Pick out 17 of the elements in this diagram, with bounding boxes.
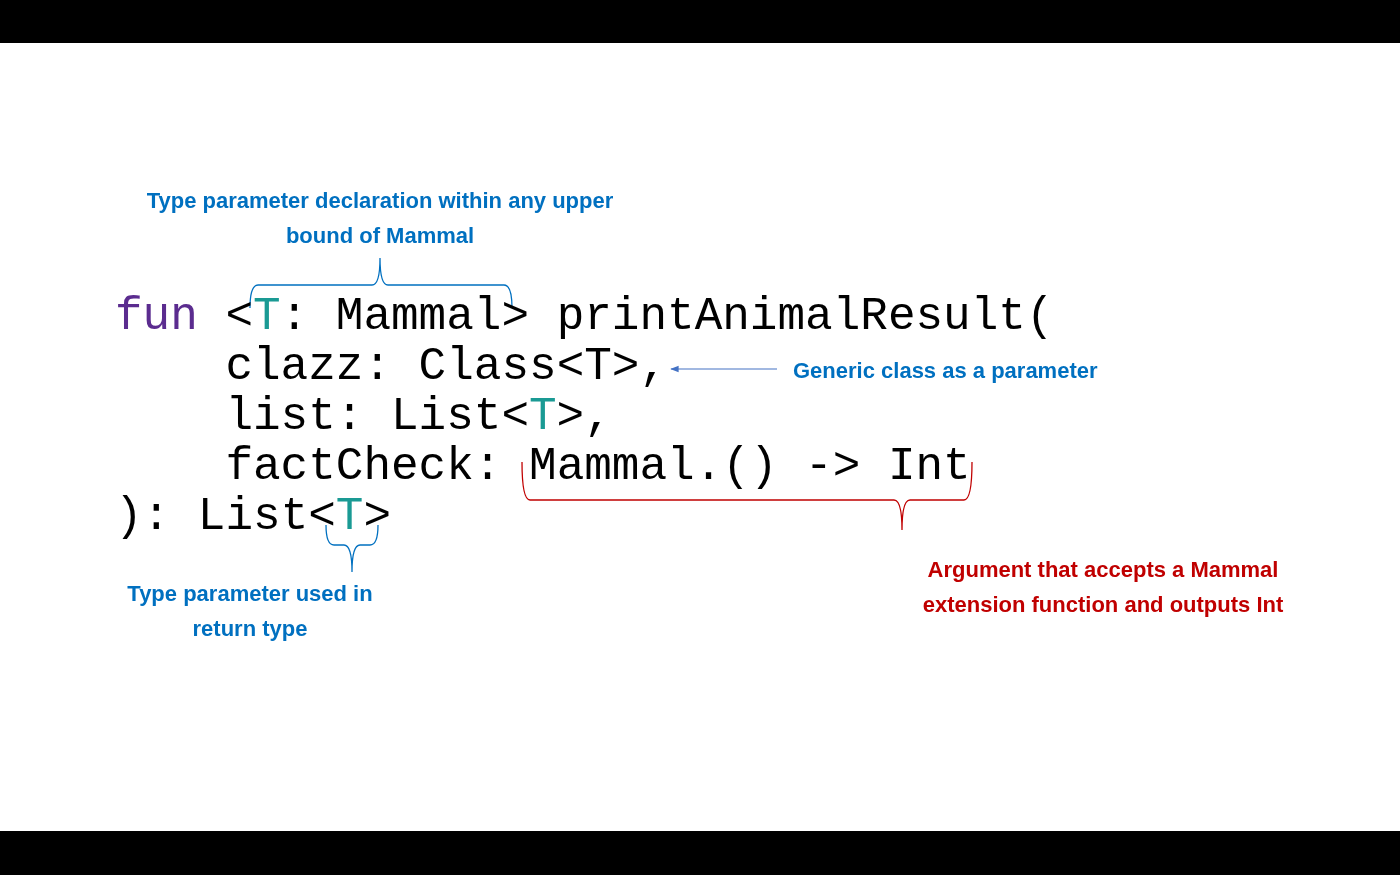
annotation-text: Argument that accepts a Mammal extension function and outputs Int bbox=[921, 556, 1285, 619]
code-text: T bbox=[529, 392, 557, 442]
annotation-text: Type parameter used in return type bbox=[126, 580, 374, 643]
annotation-text: Generic class as a parameter bbox=[793, 353, 1098, 388]
code-text: list: List< bbox=[225, 392, 530, 442]
annotation-text: Type parameter declaration within any upper bound of Mammal bbox=[145, 187, 615, 250]
code-text: < bbox=[225, 292, 253, 342]
code-text: T bbox=[253, 292, 281, 342]
code-text: >, bbox=[556, 392, 612, 442]
code-line: clazz: Class<T>, bbox=[225, 342, 668, 392]
code-text: > bbox=[363, 492, 391, 542]
code-text: fun bbox=[115, 292, 198, 342]
code-text: : Mammal> printAnimalResult( bbox=[280, 292, 1054, 342]
code-text: T bbox=[335, 492, 364, 542]
code-text: factCheck: Mammal.() -> Int bbox=[225, 442, 971, 492]
code-text: ): List< bbox=[115, 492, 336, 542]
arrow bbox=[670, 365, 778, 373]
